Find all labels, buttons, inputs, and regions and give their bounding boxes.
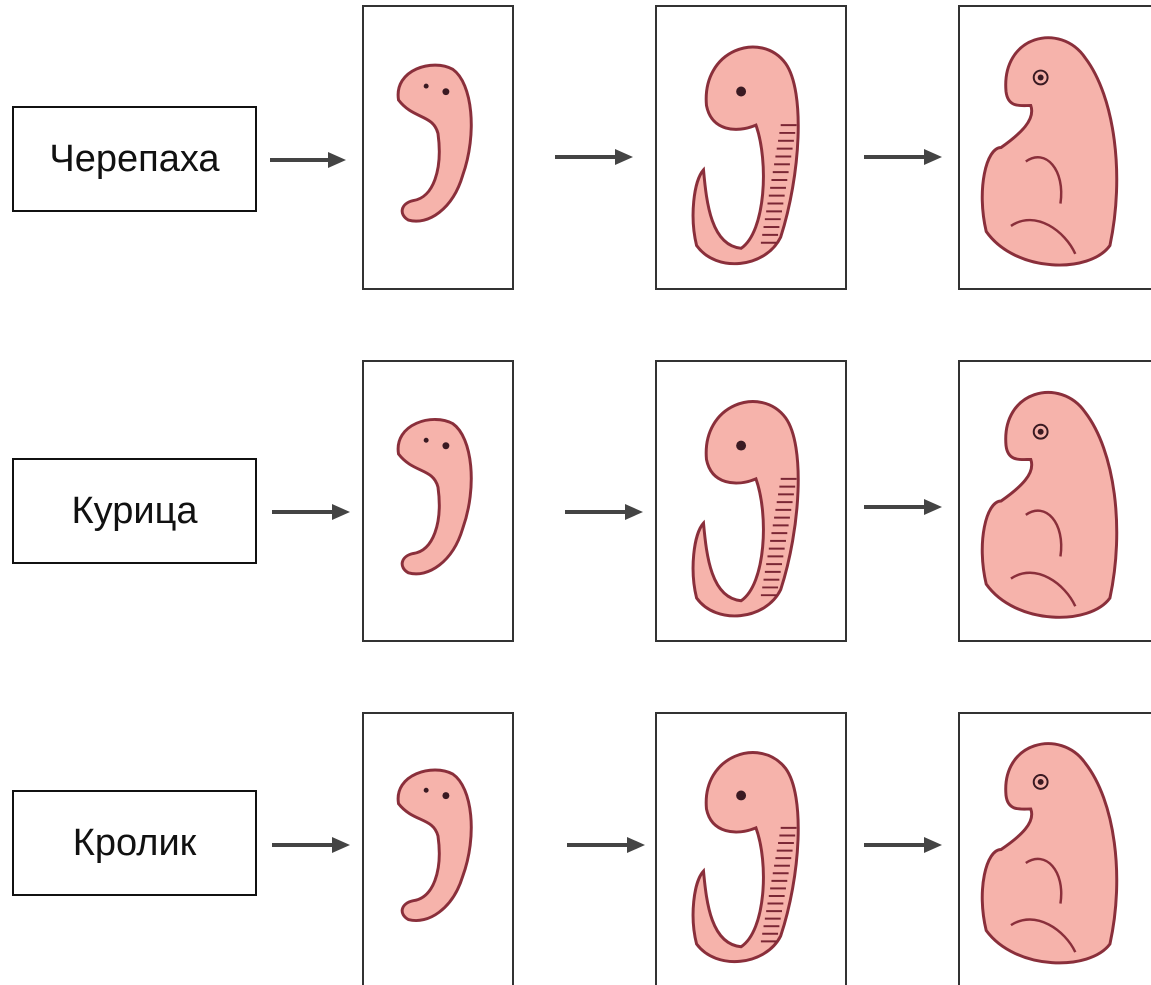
right-arrow-icon xyxy=(862,495,944,519)
right-arrow-icon xyxy=(270,500,352,524)
row-label-turtle: Черепаха xyxy=(12,106,257,212)
embryo-panel-turtle-stage-2 xyxy=(655,5,847,290)
embryo-illustration xyxy=(364,714,512,985)
row-label-rabbit: Кролик xyxy=(12,790,257,896)
embryo-illustration xyxy=(364,362,512,640)
embryo-illustration xyxy=(657,7,845,288)
embryo-illustration xyxy=(657,362,845,640)
right-arrow-icon xyxy=(553,145,635,169)
embryo-panel-chicken-stage-3 xyxy=(958,360,1151,642)
embryo-panel-rabbit-stage-3 xyxy=(958,712,1151,985)
embryo-illustration xyxy=(960,7,1151,288)
embryo-panel-turtle-stage-3 xyxy=(958,5,1151,290)
right-arrow-icon xyxy=(270,833,352,857)
right-arrow-icon xyxy=(565,833,647,857)
right-arrow-icon xyxy=(563,500,645,524)
row-label-chicken: Курица xyxy=(12,458,257,564)
embryo-panel-rabbit-stage-2 xyxy=(655,712,847,985)
embryo-panel-chicken-stage-1 xyxy=(362,360,514,642)
embryo-illustration xyxy=(364,7,512,288)
embryo-panel-rabbit-stage-1 xyxy=(362,712,514,985)
embryo-illustration xyxy=(657,714,845,985)
embryo-illustration xyxy=(960,714,1151,985)
embryo-panel-turtle-stage-1 xyxy=(362,5,514,290)
right-arrow-icon xyxy=(268,148,348,172)
right-arrow-icon xyxy=(862,145,944,169)
embryo-panel-chicken-stage-2 xyxy=(655,360,847,642)
embryo-illustration xyxy=(960,362,1151,640)
right-arrow-icon xyxy=(862,833,944,857)
